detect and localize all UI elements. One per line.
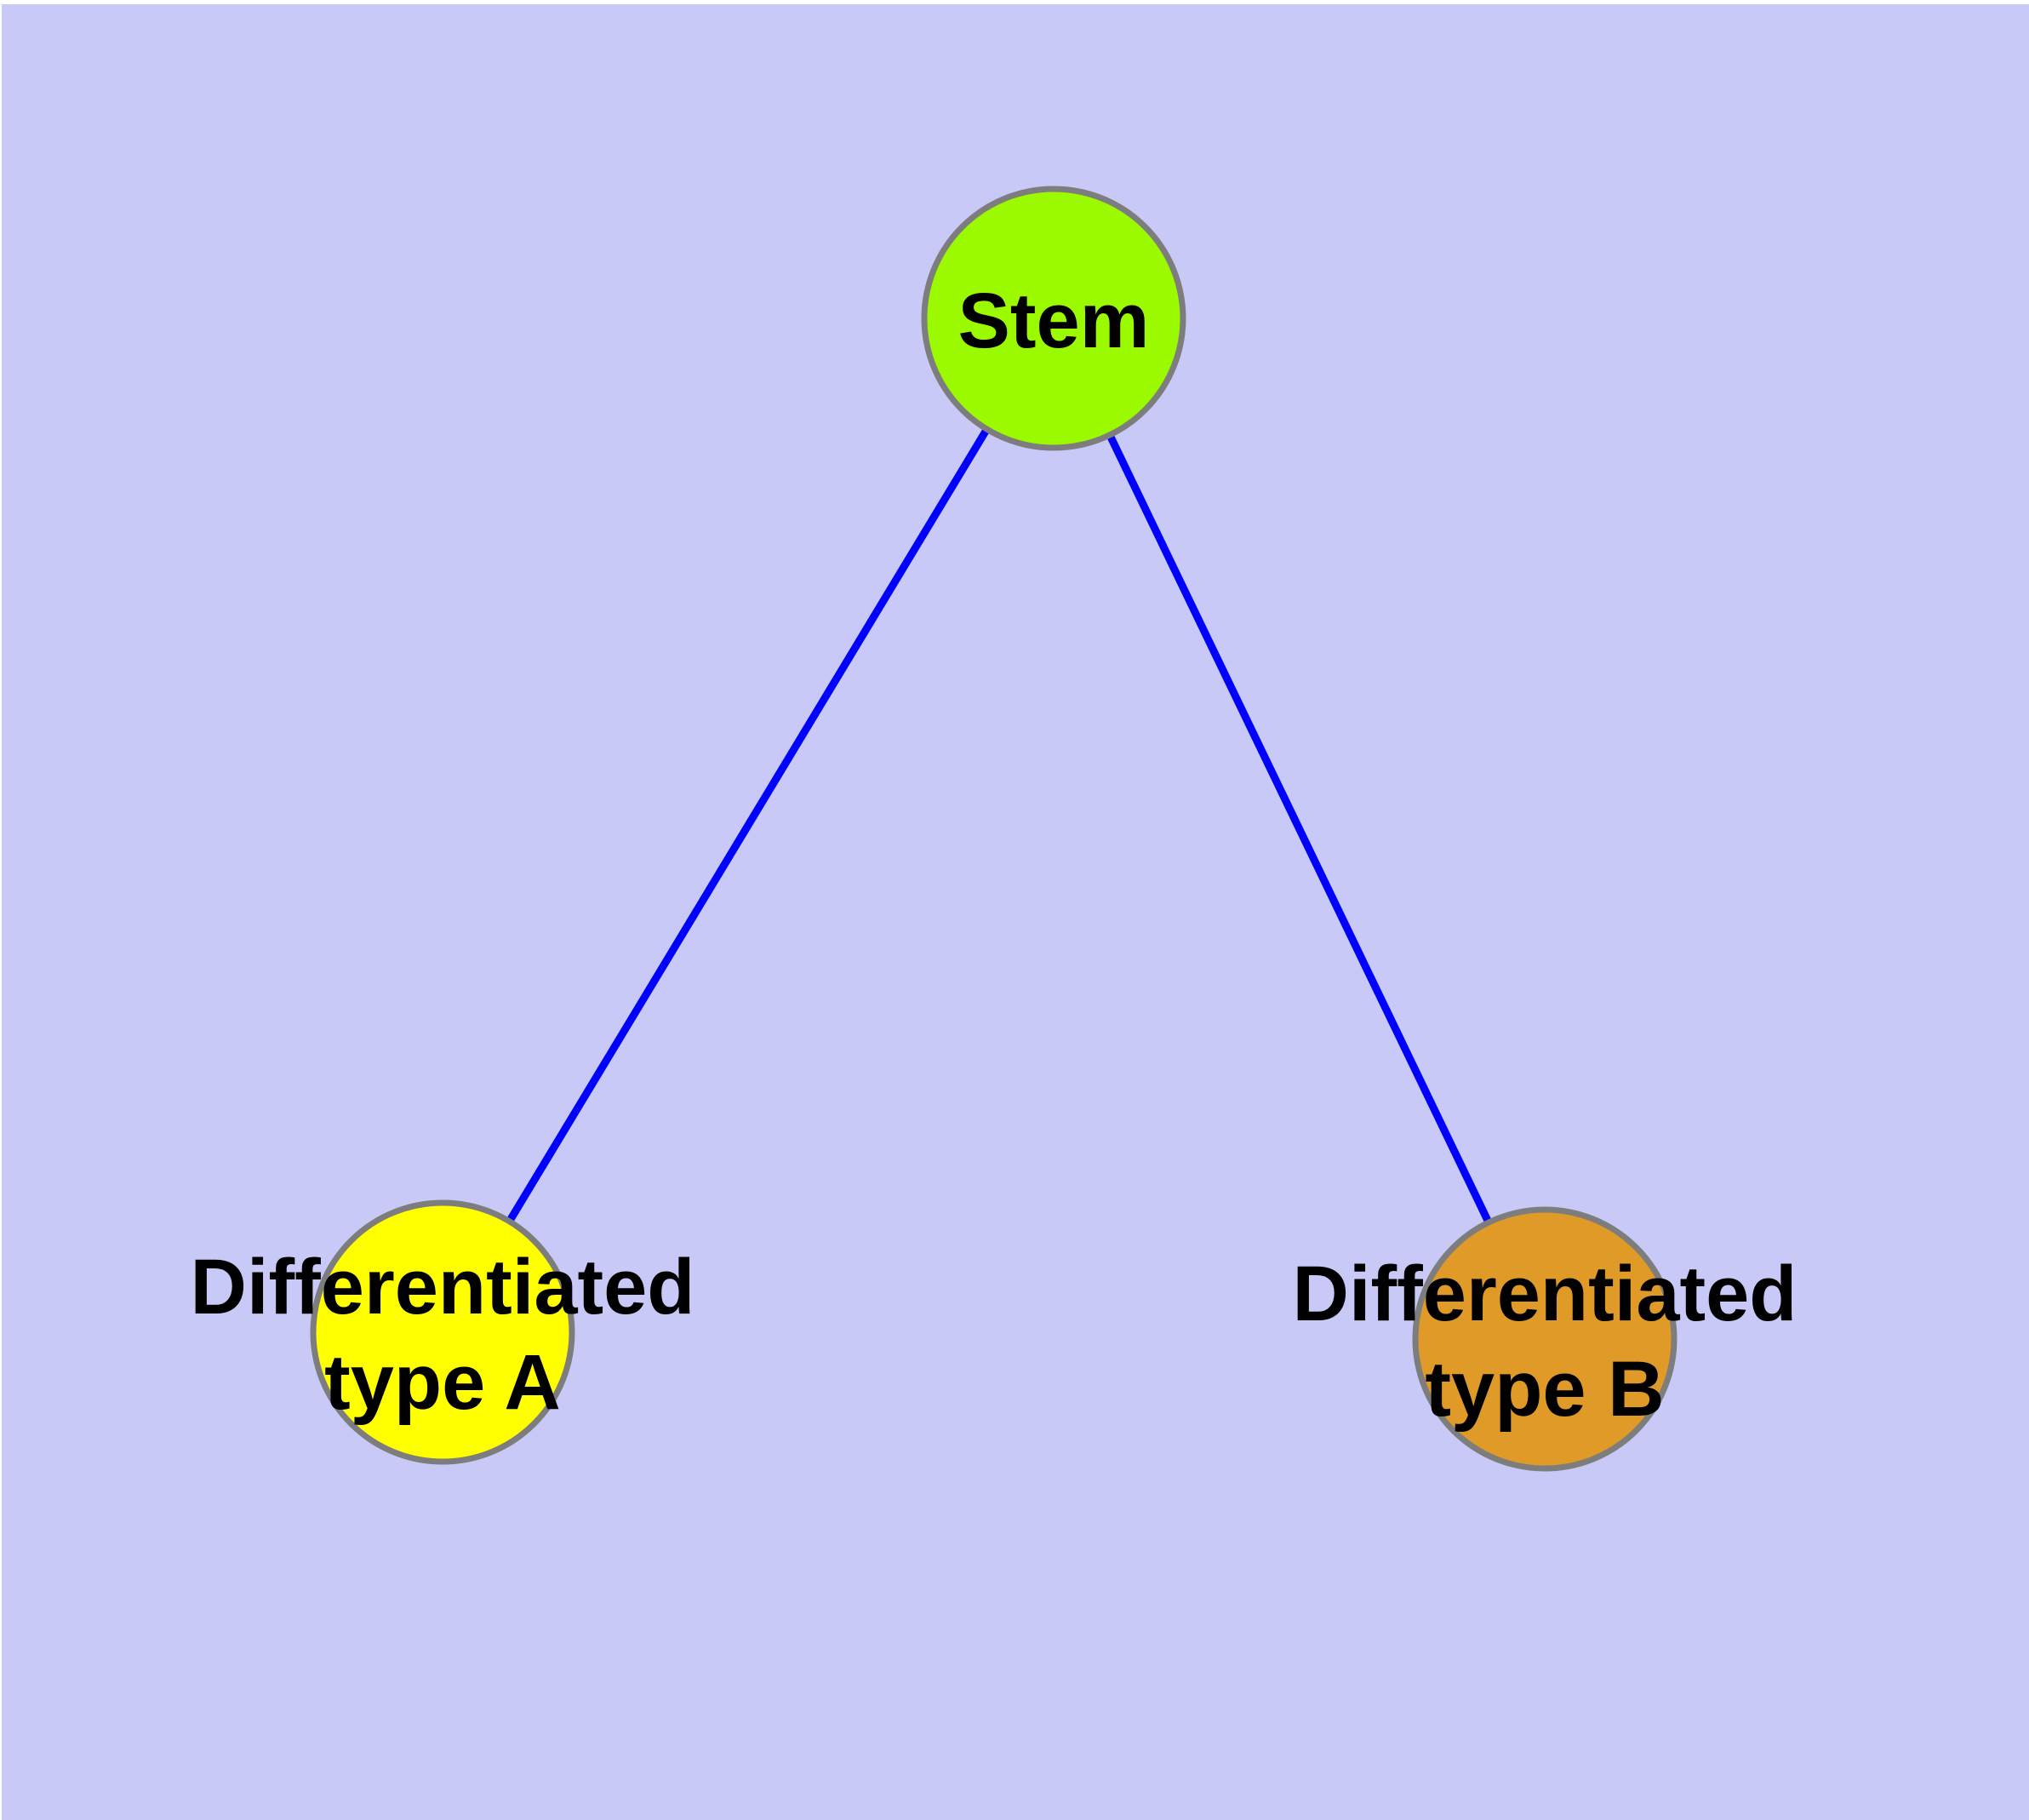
edge-stem-to-differentiated-type-a xyxy=(439,316,1057,1335)
node-differentiated-type-a xyxy=(310,1199,575,1465)
node-stem-label: Stem xyxy=(958,278,1150,364)
node-differentiated-type-b xyxy=(1412,1206,1677,1472)
edge-stem-to-differentiated-type-b xyxy=(1049,317,1549,1341)
node-stem xyxy=(921,186,1186,451)
